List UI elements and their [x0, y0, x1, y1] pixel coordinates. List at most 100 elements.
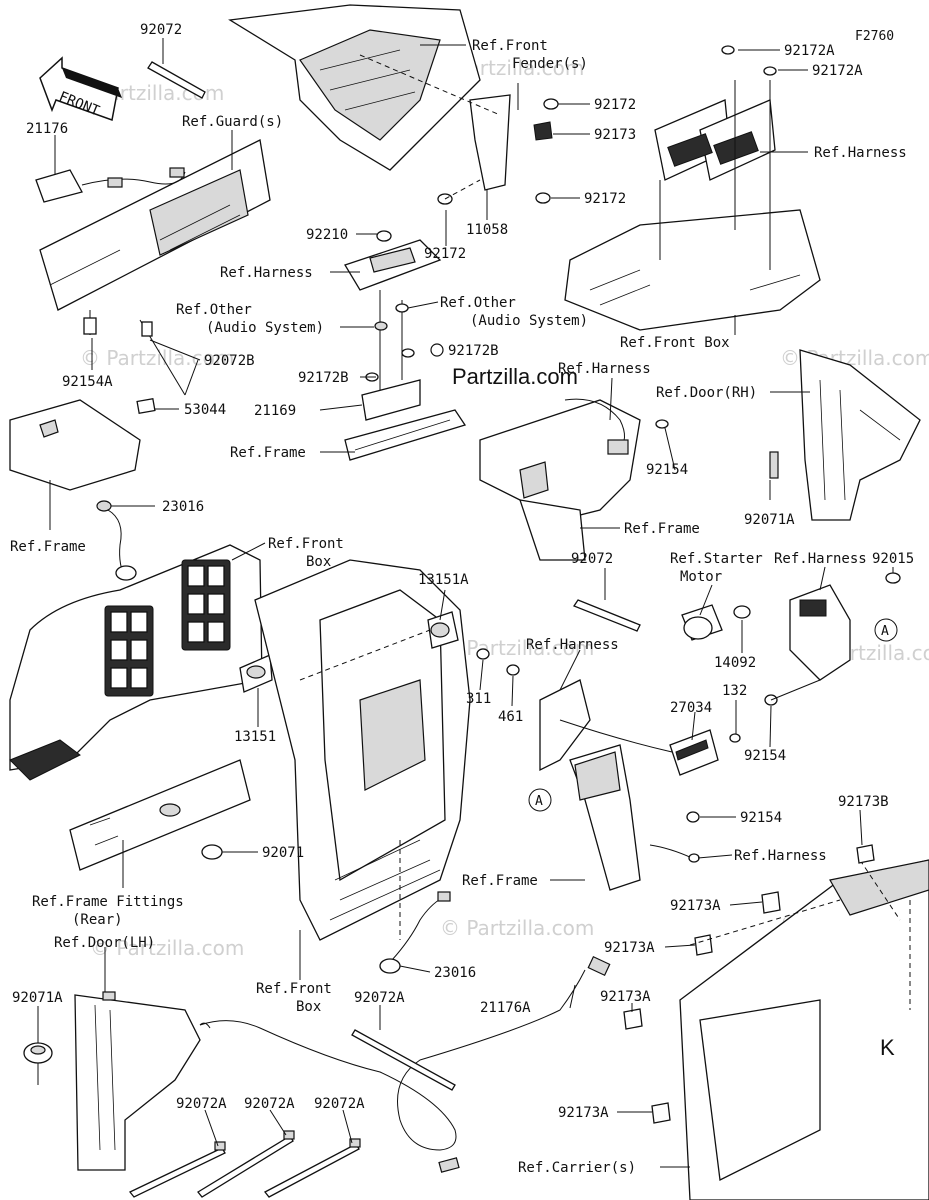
label-92072A-3: 92072A	[314, 1096, 365, 1112]
bracket-21169-area	[344, 230, 467, 461]
carrier-brand-mark: K	[880, 1035, 895, 1060]
bracket-53044-area	[9, 397, 156, 581]
label-ref-frame-c: Ref.Frame	[624, 521, 700, 537]
screw-92172-b	[535, 192, 551, 204]
clip-92173A-3	[623, 1008, 643, 1030]
label-92172A-1: 92172A	[784, 43, 835, 59]
nut-311	[476, 648, 490, 660]
label-92172-c: 92172	[424, 246, 466, 262]
svg-text:© Partzilla.com: © Partzilla.com	[80, 346, 234, 370]
callout-a-right-label: A	[881, 624, 889, 639]
callout-a-left-label: A	[535, 794, 543, 809]
svg-text:© Partzilla.com: © Partzilla.com	[440, 916, 594, 940]
front-box-center	[254, 559, 471, 974]
bracket-11058	[469, 94, 511, 191]
label-132: 132	[722, 683, 747, 699]
label-92154-b: 92154	[744, 748, 786, 764]
tie-92072-top	[147, 61, 206, 99]
label-ref-other-r1: Ref.Other	[440, 295, 516, 311]
svg-text:© Partzilla.com: © Partzilla.com	[90, 936, 244, 960]
nut-92210	[376, 230, 392, 242]
label-ref-door-rh: Ref.Door(RH)	[656, 385, 757, 401]
partzilla-logo: 92172B Partzilla.com	[430, 343, 578, 389]
bolt-92154A	[83, 317, 97, 335]
screw-92172A-2	[763, 66, 777, 76]
label-92072-mid: 92072	[571, 551, 613, 567]
washer-461	[506, 664, 520, 676]
label-ref-front-box-l1: Ref.Front	[268, 536, 344, 552]
label-ref-frame-mid: Ref.Frame	[230, 445, 306, 461]
label-92071: 92071	[262, 845, 304, 861]
front-box-tr	[564, 45, 821, 331]
labels: F2760 92072 Ref.Front Fender(s) 92172A 9…	[10, 22, 914, 1176]
label-92071A-r: 92071A	[744, 512, 795, 528]
clip-92173B	[856, 844, 875, 864]
callout-a-left	[528, 788, 552, 812]
bracket-21169	[361, 379, 421, 421]
bolt-92154-a	[655, 419, 669, 429]
screw-92172A-1	[721, 45, 735, 55]
label-14092: 14092	[714, 655, 756, 671]
label-ref-frame-low: Ref.Frame	[462, 873, 538, 889]
label-ref-front-box-b2: Box	[296, 999, 321, 1015]
label-92172-a: 92172	[594, 97, 636, 113]
starter-relay-area: A A	[476, 572, 901, 891]
frame-center	[479, 398, 669, 561]
frame-fittings-rear	[69, 759, 251, 871]
label-23016-b: 23016	[434, 965, 476, 981]
label-ref-harness-tr: Ref.Harness	[814, 145, 907, 161]
front-box-left	[9, 544, 273, 781]
nut-92173	[533, 121, 553, 141]
label-ref-frame-fittings-2: (Rear)	[72, 912, 123, 928]
tie-92072A-top	[351, 1029, 456, 1091]
label-ref-starter-1: Ref.Starter	[670, 551, 763, 567]
grommet-92071A-r	[769, 451, 779, 479]
nut-92015	[885, 572, 901, 584]
label-92173A-3: 92173A	[600, 989, 651, 1005]
label-23016-a: 23016	[162, 499, 204, 515]
label-92015: 92015	[872, 551, 914, 567]
harness-21176A	[199, 955, 611, 1173]
label-21176A: 21176A	[480, 1000, 531, 1016]
label-21176: 21176	[26, 121, 68, 137]
screw-92172-a	[543, 98, 559, 110]
front-fender-area	[228, 4, 559, 205]
label-ref-front-fender-1: Ref.Front	[472, 38, 548, 54]
label-92172-b: 92172	[584, 191, 626, 207]
label-27034: 27034	[670, 700, 712, 716]
label-53044: 53044	[184, 402, 226, 418]
label-ref-other-l2: (Audio System)	[206, 320, 324, 336]
label-ref-guards: Ref.Guard(s)	[182, 114, 283, 130]
tie-92072-mid	[573, 599, 641, 632]
label-311: 311	[466, 691, 491, 707]
label-92173A-2: 92173A	[604, 940, 655, 956]
label-ref-other-l1: Ref.Other	[176, 302, 252, 318]
label-92072A-top: 92072A	[354, 990, 405, 1006]
label-92071A-l: 92071A	[12, 990, 63, 1006]
harness-connector-21176	[35, 169, 83, 203]
label-92072A-1: 92072A	[176, 1096, 227, 1112]
label-ref-harness-low: Ref.Harness	[734, 848, 827, 864]
label-ref-harness-mid: Ref.Harness	[220, 265, 313, 281]
label-92154-c: 92154	[740, 810, 782, 826]
label-ref-harness-c: Ref.Harness	[558, 361, 651, 377]
label-ref-front-box-tr: Ref.Front Box	[620, 335, 730, 351]
label-92154-a: 92154	[646, 462, 688, 478]
label-11058: 11058	[466, 222, 508, 238]
label-ref-front-fender-2: Fender(s)	[512, 56, 588, 72]
label-ref-door-lh: Ref.Door(LH)	[54, 935, 155, 951]
label-92072A-2: 92072A	[244, 1096, 295, 1112]
label-ref-frame-fittings-1: Ref.Frame Fittings	[32, 894, 184, 910]
nut-132	[729, 733, 741, 743]
label-ref-other-r2: (Audio System)	[470, 313, 588, 329]
clip-92173A-1	[761, 891, 781, 914]
label-92210: 92210	[306, 227, 348, 243]
label-13151A: 13151A	[418, 572, 469, 588]
partzilla-brand: Partzilla.com	[452, 364, 578, 389]
label-ref-frame-l: Ref.Frame	[10, 539, 86, 555]
o-ring-14092	[733, 605, 751, 619]
label-ref-harness-m2: Ref.Harness	[526, 637, 619, 653]
grommet-92071	[201, 844, 223, 860]
